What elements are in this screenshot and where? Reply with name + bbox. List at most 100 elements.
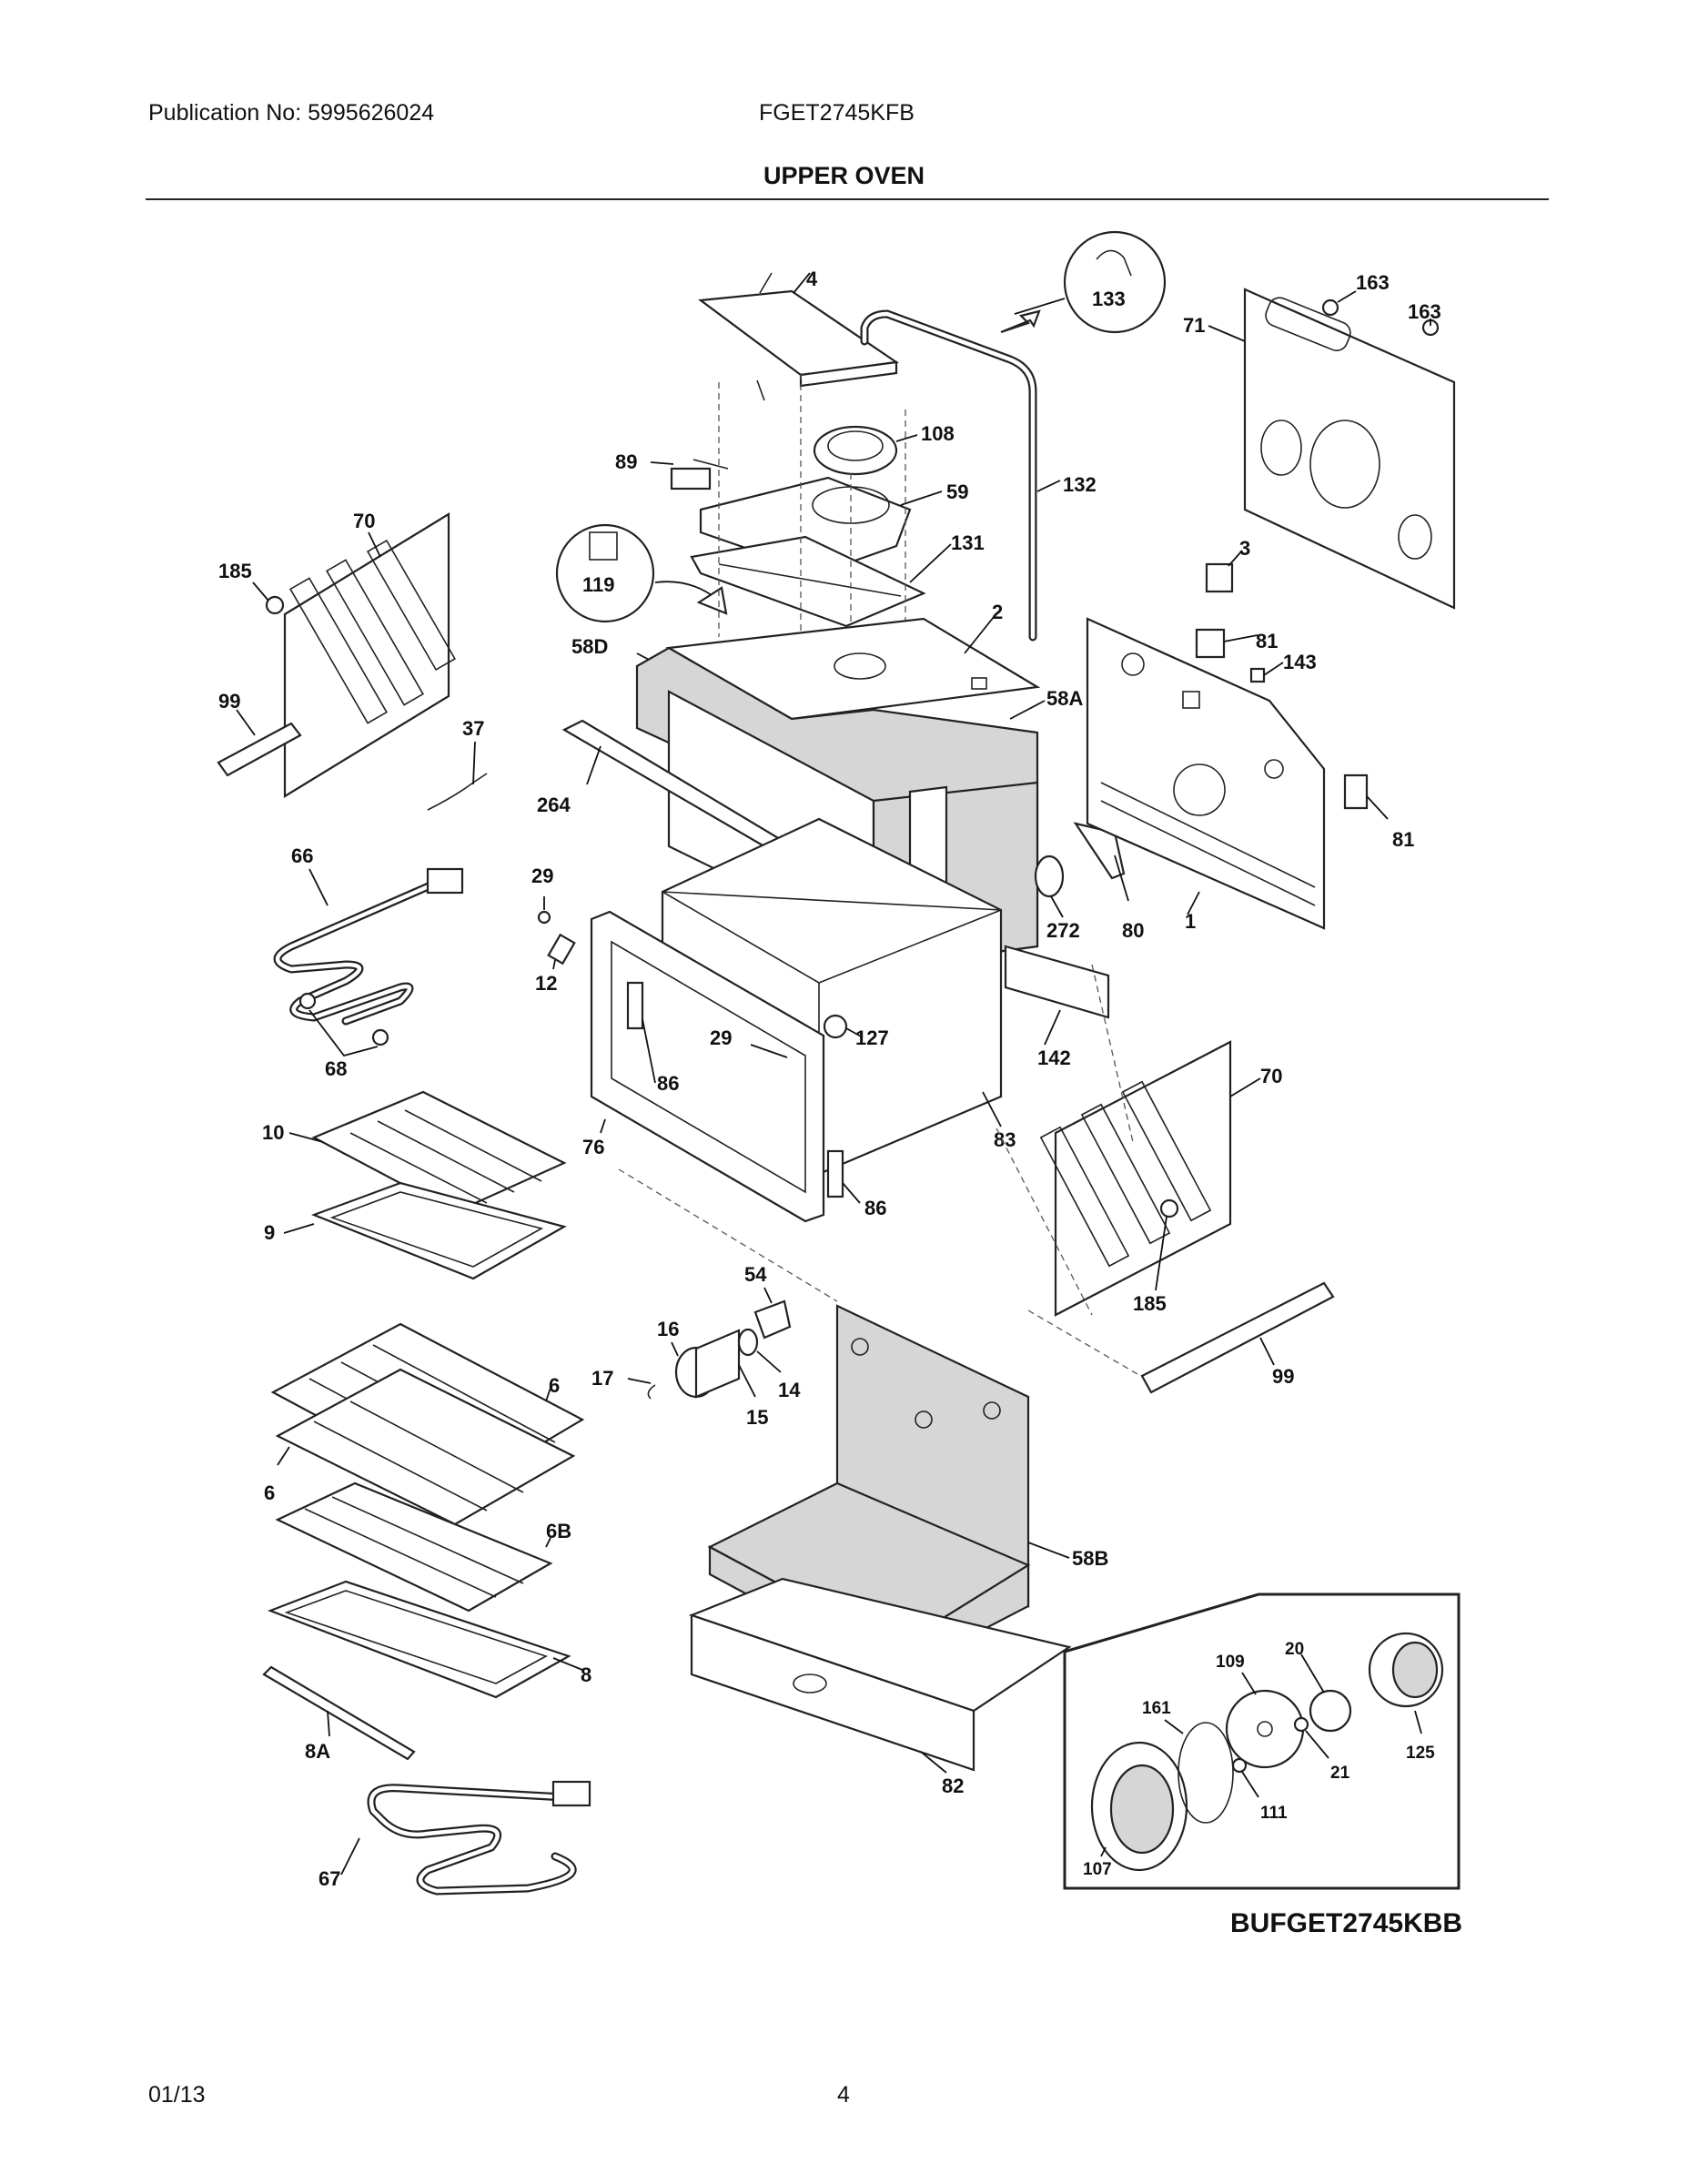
part-14-spring <box>737 1328 759 1357</box>
callout-54: 54 <box>744 1263 767 1286</box>
callout-163-a: 163 <box>1356 271 1390 294</box>
callout-16: 16 <box>657 1318 679 1340</box>
callout-17: 17 <box>591 1367 613 1390</box>
callout-80: 80 <box>1122 919 1144 942</box>
callout-14: 14 <box>778 1379 801 1401</box>
part-127-sensor <box>823 1014 848 1039</box>
part-272-grommet <box>1034 854 1065 898</box>
callout-21: 21 <box>1330 1764 1350 1783</box>
detail-133 <box>1000 230 1167 334</box>
callout-71: 71 <box>1183 314 1205 337</box>
part-17-lamp-wire <box>647 1384 656 1400</box>
callout-107: 107 <box>1083 1860 1112 1879</box>
callout-264: 264 <box>537 794 571 816</box>
callout-29-b: 29 <box>710 1026 732 1049</box>
callout-89: 89 <box>615 450 637 473</box>
callout-131: 131 <box>951 531 985 554</box>
publication-number: Publication No: 5995626024 <box>148 100 435 126</box>
part-132-tube <box>860 309 1037 642</box>
part-29-screw-a <box>537 910 551 925</box>
part-76-door-frame <box>590 910 825 1223</box>
callout-272: 272 <box>1046 919 1080 942</box>
part-8a-strip <box>262 1665 416 1761</box>
callout-99-a: 99 <box>218 690 240 713</box>
part-10-broil-pan-insert <box>311 1090 567 1214</box>
part-81-clip-b <box>1343 774 1369 810</box>
callout-82: 82 <box>942 1774 964 1797</box>
callout-81-a: 81 <box>1256 630 1278 652</box>
callout-142: 142 <box>1037 1046 1071 1069</box>
callout-20: 20 <box>1285 1640 1304 1659</box>
callout-6B: 6B <box>546 1520 571 1542</box>
callout-67: 67 <box>318 1867 340 1890</box>
part-89-switch <box>670 459 729 490</box>
part-142-vent-trim <box>1004 945 1110 1019</box>
part-86-hinge-b <box>826 1149 844 1198</box>
callout-3: 3 <box>1239 537 1250 560</box>
part-70-side-panel-left <box>283 512 456 798</box>
callout-83: 83 <box>994 1128 1016 1151</box>
callout-143: 143 <box>1283 651 1317 673</box>
callout-58A: 58A <box>1046 687 1083 710</box>
part-68-clip-a <box>298 992 317 1010</box>
model-number: FGET2745KFB <box>759 100 915 126</box>
part-16-lamp-lens <box>674 1329 741 1399</box>
section-title: UPPER OVEN <box>763 162 925 189</box>
callout-132: 132 <box>1063 473 1097 496</box>
callout-58D: 58D <box>571 635 608 658</box>
part-9-broil-pan <box>310 1181 567 1280</box>
callout-59: 59 <box>946 480 968 503</box>
callout-29-a: 29 <box>531 864 553 887</box>
callout-1: 1 <box>1185 910 1196 933</box>
callout-109: 109 <box>1216 1653 1245 1672</box>
part-54-lamp-cover <box>753 1299 792 1340</box>
callout-163-b: 163 <box>1408 300 1441 323</box>
callout-4: 4 <box>806 268 818 290</box>
part-3-bracket <box>1205 562 1234 593</box>
part-185-bolt-b <box>1159 1198 1179 1218</box>
callout-108: 108 <box>921 422 955 445</box>
callout-58B: 58B <box>1072 1547 1108 1570</box>
callout-76: 76 <box>582 1136 604 1158</box>
part-70-side-panel-right <box>1039 1040 1232 1317</box>
part-71-rear-panel <box>1243 288 1456 610</box>
part-131-bracket <box>690 535 926 628</box>
callout-68: 68 <box>325 1057 347 1080</box>
callout-86-a: 86 <box>657 1072 679 1095</box>
part-143-screw <box>1249 667 1266 683</box>
callout-10: 10 <box>262 1121 284 1144</box>
part-68-clip-b <box>371 1028 389 1046</box>
callout-133: 133 <box>1092 288 1126 310</box>
callout-70-b: 70 <box>1260 1065 1282 1087</box>
callout-6-a: 6 <box>549 1374 560 1397</box>
callout-8: 8 <box>581 1663 591 1686</box>
part-6-rack-lower <box>275 1368 576 1526</box>
part-99-rail-right <box>1140 1281 1335 1394</box>
callout-12: 12 <box>535 972 557 995</box>
callout-99-b: 99 <box>1272 1365 1294 1388</box>
callout-111: 111 <box>1260 1804 1288 1823</box>
callout-70-a: 70 <box>353 510 375 532</box>
callout-81-b: 81 <box>1392 828 1414 851</box>
part-82-bottom-tray <box>688 1577 1072 1772</box>
callout-127: 127 <box>855 1026 889 1049</box>
callout-6-b: 6 <box>264 1481 275 1504</box>
header-rule <box>146 198 1549 200</box>
part-108-fan-motor <box>813 425 898 476</box>
callout-161: 161 <box>1142 1699 1171 1718</box>
callout-86-b: 86 <box>864 1197 886 1219</box>
callout-8A: 8A <box>305 1740 330 1763</box>
callout-119: 119 <box>582 573 615 596</box>
callout-185-b: 185 <box>1133 1292 1167 1315</box>
part-4-deflector <box>698 272 900 401</box>
footer-page-number: 4 <box>837 2082 850 2108</box>
inset-convection-fan-assembly <box>1063 1592 1461 1890</box>
part-86-hinge-a <box>626 981 644 1030</box>
part-67-bake-element <box>367 1780 591 1896</box>
part-185-bolt-a <box>265 595 285 615</box>
part-66-broil-element <box>273 867 464 1026</box>
callout-2: 2 <box>992 601 1003 623</box>
callout-125: 125 <box>1406 1744 1435 1763</box>
part-163-nut-a <box>1321 298 1339 317</box>
